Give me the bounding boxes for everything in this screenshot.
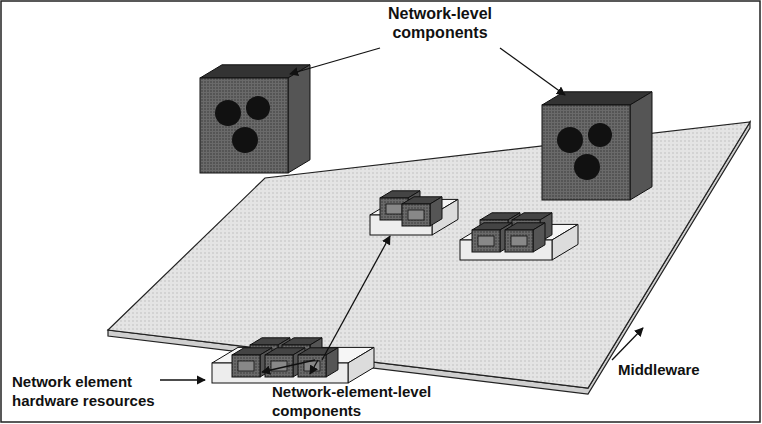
network-level-box-side — [288, 65, 310, 173]
leader-lines — [160, 48, 643, 380]
element-component-side — [326, 348, 338, 377]
element-component-front — [232, 355, 260, 377]
element-component-side — [430, 197, 442, 226]
element-chip — [478, 236, 494, 246]
component-circle — [574, 154, 600, 180]
component-circle — [557, 127, 583, 153]
element-chip — [511, 236, 527, 246]
network-level-box-side — [630, 92, 652, 200]
label: Network-level components — [365, 4, 515, 42]
network-level-box-front — [200, 78, 288, 173]
component-circle — [588, 123, 612, 147]
element-component-side — [533, 223, 545, 252]
element-component-front — [402, 204, 430, 226]
element-chip — [386, 204, 402, 214]
component-circle — [232, 127, 258, 153]
label: Network element hardware resources — [12, 372, 162, 410]
network-level-box-front — [542, 105, 630, 200]
component-circle — [246, 96, 270, 120]
label: Network-element-level components — [272, 382, 472, 420]
hardware-base-side — [348, 347, 374, 383]
component-circle — [215, 100, 241, 126]
element-chip — [408, 210, 424, 220]
element-component-front — [298, 355, 326, 377]
label: Middleware — [618, 360, 748, 379]
element-component-front — [505, 230, 533, 252]
element-chip — [238, 361, 254, 371]
hardware-base-side — [552, 224, 578, 260]
element-component-front — [472, 230, 500, 252]
